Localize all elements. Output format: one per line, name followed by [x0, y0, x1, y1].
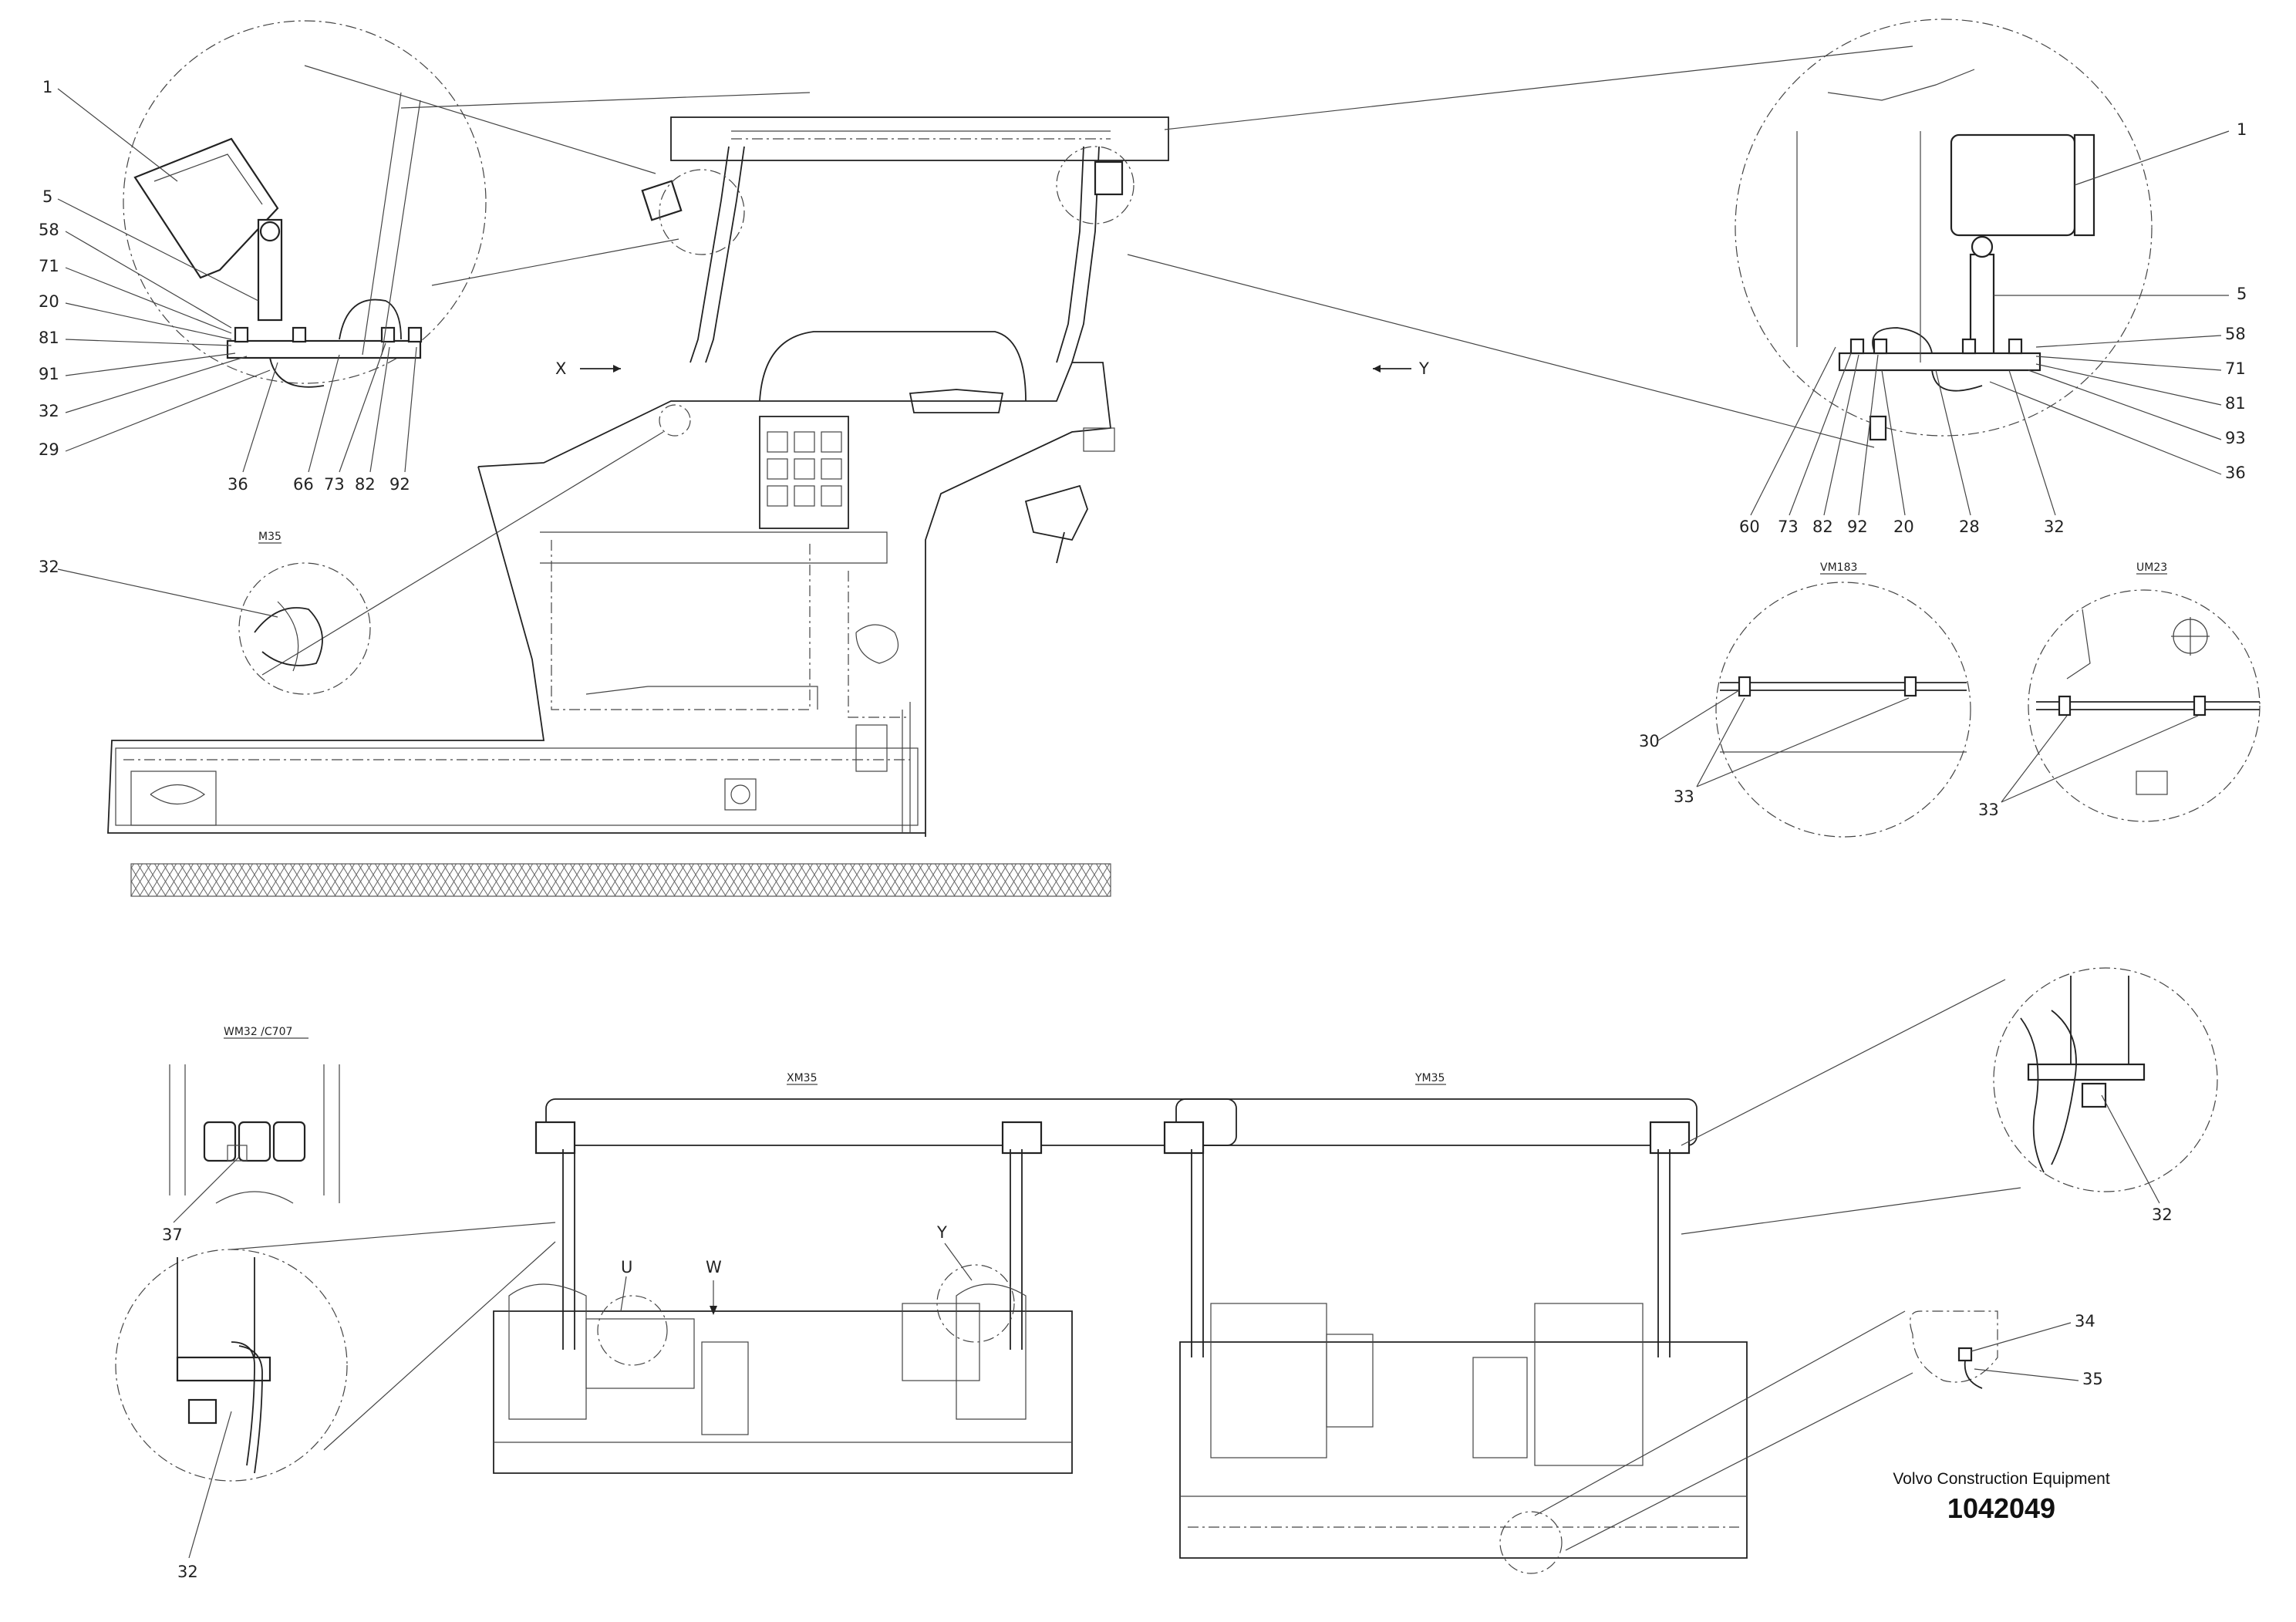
lamp-detail-right	[1735, 19, 2153, 441]
callout-20: 20	[39, 292, 59, 311]
detail-bottom-left: 32	[115, 1222, 556, 1581]
callout-71-r: 71	[2225, 359, 2246, 378]
callout-30: 30	[1639, 732, 1660, 750]
callout-20-r: 20	[1893, 518, 1914, 536]
callout-82: 82	[355, 475, 376, 494]
callout-32-small: 32	[39, 558, 59, 576]
view-label-x: XM35	[787, 1072, 817, 1084]
arrow-x-label: X	[555, 359, 566, 378]
callout-33-u: 33	[1978, 801, 1999, 819]
callout-93-r: 93	[2225, 429, 2246, 447]
callout-35: 35	[2082, 1370, 2103, 1388]
view-label-u: UM23	[2136, 561, 2167, 574]
arrow-y-label: Y	[1418, 359, 1429, 378]
detail-bottom-right: 32	[1681, 967, 2218, 1235]
callout-34: 34	[2075, 1312, 2095, 1330]
callout-33-v: 33	[1674, 787, 1694, 806]
marker-w: W	[706, 1258, 722, 1276]
callout-81-r: 81	[2225, 394, 2246, 413]
callout-82-r: 82	[1812, 518, 1833, 536]
callout-29: 29	[39, 440, 59, 459]
callout-91: 91	[39, 365, 59, 383]
view-y-front: YM35	[1163, 1072, 1748, 1574]
callout-1: 1	[42, 78, 52, 96]
detail-m35-small: M35 32	[39, 531, 371, 695]
callout-60-r: 60	[1739, 518, 1760, 536]
callout-32-bottom-left: 32	[177, 1563, 198, 1581]
machine-side-view: X Y	[107, 116, 1429, 897]
callout-71: 71	[39, 257, 59, 275]
callout-81: 81	[39, 329, 59, 347]
callout-32: 32	[39, 402, 59, 420]
brand-block: Volvo Construction Equipment 1042049	[1874, 1469, 2129, 1525]
view-label-y: YM35	[1414, 1072, 1445, 1084]
callout-92-r: 92	[1847, 518, 1868, 536]
callout-92: 92	[389, 475, 410, 494]
callout-58: 58	[39, 221, 59, 239]
callout-58-r: 58	[2225, 325, 2246, 343]
company-name: Volvo Construction Equipment	[1893, 1470, 2110, 1488]
callout-73-r: 73	[1778, 518, 1799, 536]
callout-36-r: 36	[2225, 464, 2246, 482]
view-x-rear: XM35 U W Y	[493, 1072, 1237, 1474]
detail-v: VM183 30 33	[1639, 561, 1971, 838]
callout-5-r: 5	[2237, 285, 2247, 303]
view-label-w: WM32 /C707	[224, 1026, 292, 1038]
view-label-m35: M35	[258, 531, 282, 543]
detail-leader-lines-top	[261, 46, 1913, 676]
view-label-v: VM183	[1820, 561, 1857, 574]
document-number: 1042049	[1947, 1492, 2056, 1524]
callout-5: 5	[42, 187, 52, 206]
marker-y: Y	[936, 1223, 947, 1242]
callout-32-r: 32	[2044, 518, 2065, 536]
callout-1-r: 1	[2237, 120, 2247, 139]
callout-66: 66	[293, 475, 314, 494]
callouts-top-left: 1 5 58 71 20 81 91 32 29 36 66 73 82 92	[39, 78, 417, 494]
callout-73: 73	[324, 475, 345, 494]
callout-37: 37	[162, 1226, 183, 1244]
lamp-detail-left	[123, 20, 487, 388]
callouts-top-right: 1 5 58 71 81 93 36 60 73 82 92 20 28 32	[1739, 120, 2247, 536]
callout-32-bottom-right: 32	[2152, 1206, 2173, 1224]
detail-u: UM23 33	[1978, 561, 2261, 822]
ground-hatch	[130, 863, 1111, 897]
detail-34-35: 34 35	[1534, 1310, 2103, 1551]
callout-28-r: 28	[1959, 518, 1980, 536]
detail-w: WM32 /C707 37	[162, 1026, 340, 1244]
marker-u: U	[621, 1258, 632, 1276]
callout-36: 36	[228, 475, 248, 494]
